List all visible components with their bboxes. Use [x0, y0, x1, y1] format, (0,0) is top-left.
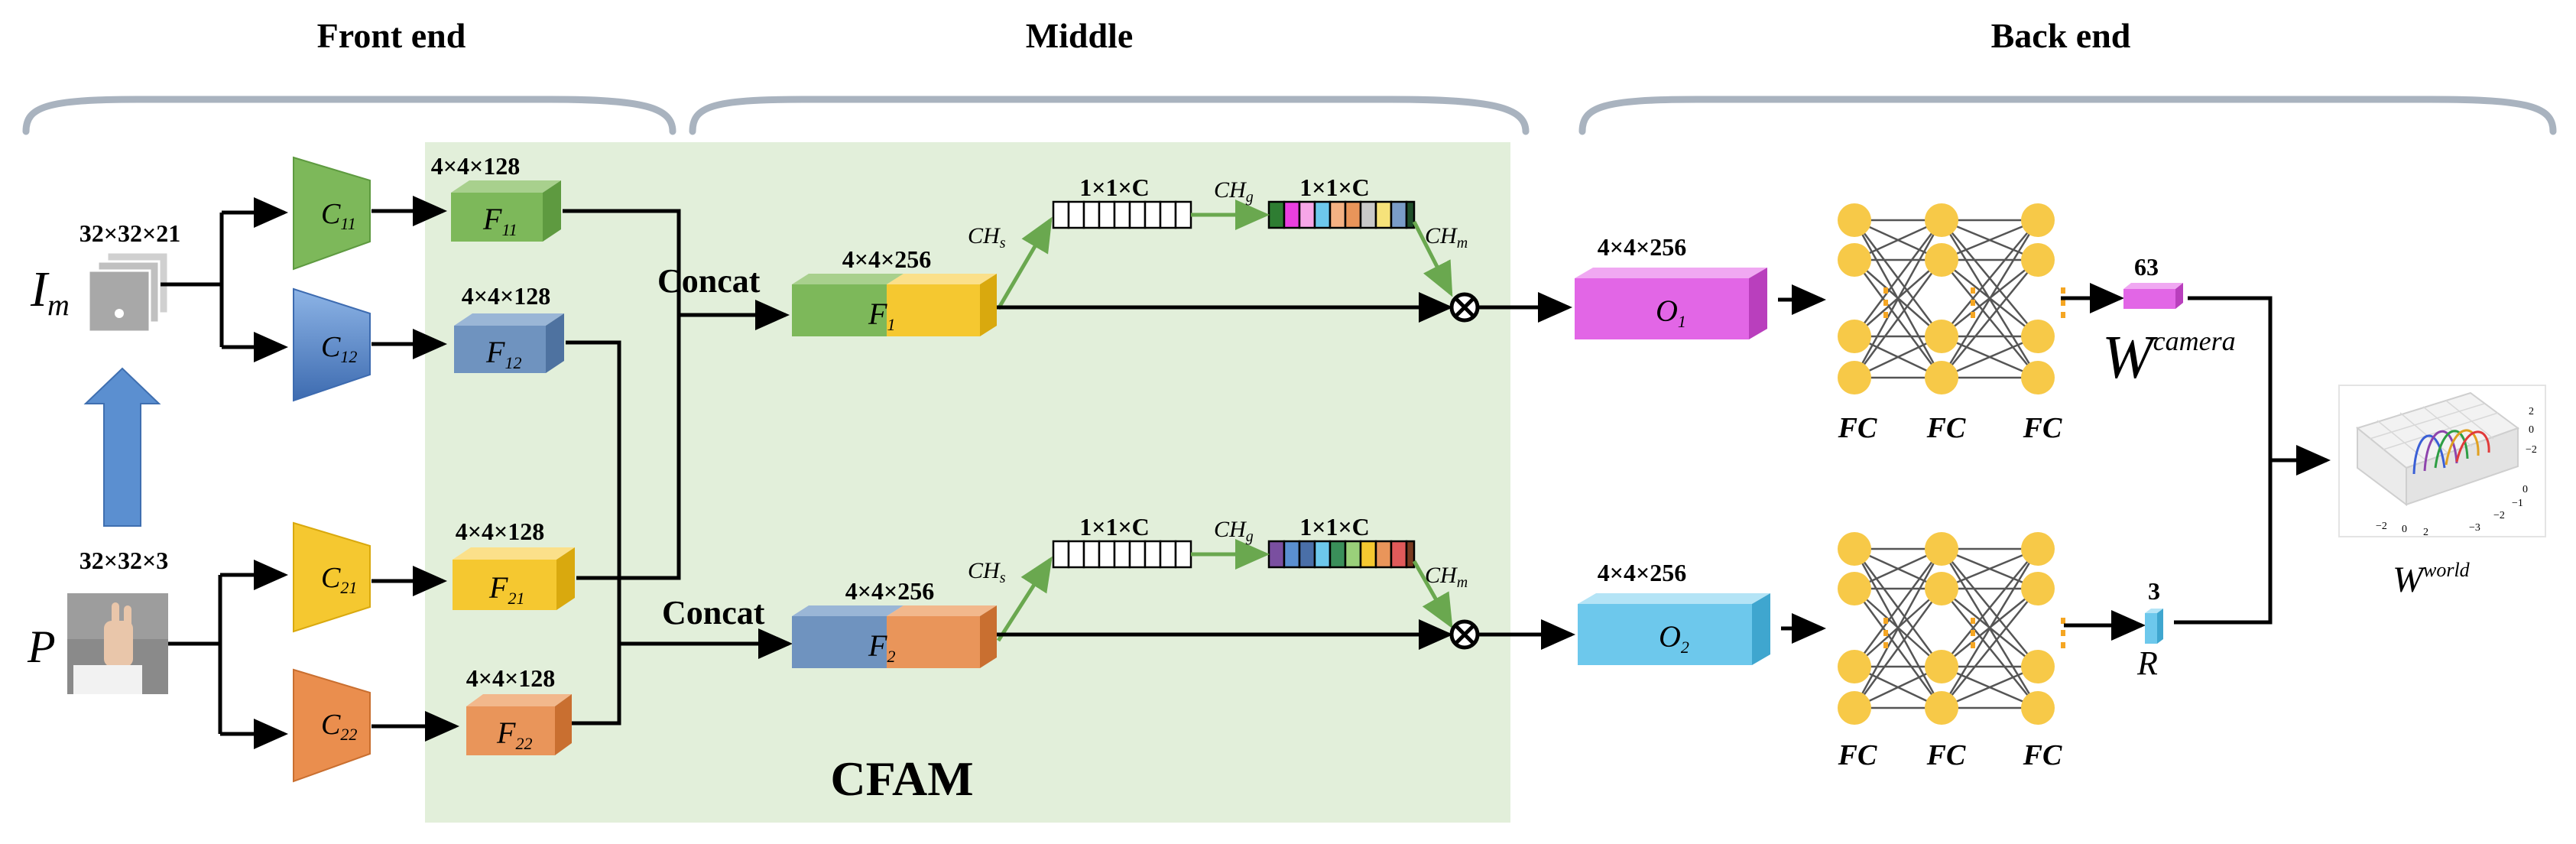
encoder-feature-arrows [371, 196, 459, 742]
svg-text:4×4×256: 4×4×256 [845, 577, 934, 605]
section-title-middle: Middle [1026, 16, 1134, 55]
w-camera-dim: 63 [2134, 253, 2159, 281]
feature-f12: 4×4×128 F12 [454, 282, 564, 373]
multiply-output-arrows [1478, 292, 1575, 650]
section-braces [22, 96, 2557, 135]
encoder-c11: C11 [293, 156, 371, 271]
w-camera-vector [2123, 283, 2183, 309]
feature-f22: 4×4×128 F22 [466, 664, 572, 755]
svg-text:0: 0 [2522, 484, 2528, 495]
encoder-c12: C12 [293, 287, 371, 402]
section-title-front: Front end [317, 16, 466, 55]
p-dim-label: 32×32×3 [79, 547, 168, 574]
svg-text:4×4×256: 4×4×256 [1598, 559, 1686, 586]
svg-text:2: 2 [2529, 406, 2534, 417]
svg-text:0: 0 [2402, 524, 2407, 535]
concat-connectors [563, 209, 793, 726]
feature-f11: 4×4×128 F11 [431, 152, 561, 242]
svg-text:C12: C12 [321, 331, 357, 366]
vec-dim-bottom-color: 1×1×C [1299, 513, 1370, 540]
cfam-region [425, 142, 1510, 823]
w-camera-label: Wcamera [2102, 324, 2236, 391]
attention-arrows-top [996, 200, 1453, 310]
ch-m-label-bottom: CHm [1425, 563, 1468, 591]
fused-feature-f1: 4×4×256 F1 [792, 245, 997, 336]
svg-text:C21: C21 [321, 562, 357, 597]
svg-text:4×4×128: 4×4×128 [466, 664, 555, 692]
vector-white-bottom [1052, 540, 1192, 569]
output-o2: 4×4×256 O2 [1578, 559, 1770, 665]
vec-dim-bottom-white: 1×1×C [1079, 513, 1150, 540]
cfam-label: CFAM [830, 751, 973, 806]
vec-dim-top-color: 1×1×C [1299, 174, 1370, 201]
feature-f21: 4×4×128 F21 [453, 518, 575, 610]
svg-text:FC: FC [1926, 412, 1966, 444]
fc-network-bottom: FC FC FC [1838, 532, 2065, 771]
r-label: R [2136, 644, 2158, 682]
svg-text:4×4×256: 4×4×256 [842, 245, 931, 273]
output-o1: 4×4×256 O1 [1575, 233, 1767, 339]
svg-text:O2: O2 [1659, 619, 1689, 657]
svg-text:4×4×128: 4×4×128 [462, 282, 550, 310]
svg-text:C22: C22 [321, 709, 357, 744]
svg-text:F2: F2 [868, 628, 895, 666]
svg-text:FC: FC [2023, 739, 2062, 771]
concat-label-top: Concat [657, 262, 761, 300]
svg-text:−2: −2 [2376, 521, 2387, 532]
svg-text:F22: F22 [496, 716, 532, 753]
ch-g-label-top: CHg [1214, 177, 1254, 206]
attention-arrows-bottom [996, 539, 1453, 642]
ch-m-label-top: CHm [1425, 223, 1468, 252]
vector-color-top [1267, 200, 1416, 229]
r-vector [2145, 609, 2163, 644]
multiply-circle-icon [1449, 619, 1480, 650]
ch-g-label-bottom: CHg [1214, 517, 1254, 545]
svg-text:−2: −2 [2526, 444, 2537, 456]
section-title-back: Back end [1991, 16, 2131, 55]
up-arrow-icon [83, 367, 161, 527]
svg-text:F11: F11 [482, 202, 517, 239]
fused-feature-f2: 4×4×256 F2 [792, 577, 997, 668]
w-world-label: Wworld [2393, 559, 2471, 600]
vector-white-top [1052, 200, 1192, 229]
encoder-c22: C22 [293, 668, 371, 783]
svg-text:4×4×128: 4×4×128 [431, 152, 520, 180]
3d-plot-icon: −2 0 2 −3 −2 −1 0 2 0 −2 [2338, 385, 2546, 538]
svg-text:F21: F21 [488, 570, 524, 608]
svg-text:C11: C11 [321, 198, 356, 233]
svg-text:4×4×256: 4×4×256 [1598, 233, 1686, 261]
svg-text:2: 2 [2423, 527, 2428, 538]
svg-text:FC: FC [2023, 412, 2062, 444]
svg-text:0: 0 [2529, 424, 2534, 436]
im-dim-label: 32×32×21 [79, 219, 180, 247]
svg-text:F1: F1 [868, 297, 895, 334]
multiply-circle-icon [1449, 292, 1480, 323]
ch-s-label-bottom: CHs [968, 558, 1006, 586]
p-input-image [67, 593, 168, 694]
im-input-stack [87, 251, 170, 333]
encoder-c21: C21 [293, 521, 371, 633]
concat-label-bottom: Concat [662, 594, 765, 631]
svg-text:FC: FC [1926, 739, 1966, 771]
fc-network-top: FC FC FC [1838, 203, 2065, 444]
vec-dim-top-white: 1×1×C [1079, 174, 1150, 201]
p-label: P [27, 622, 56, 672]
fc-output-arrows [2061, 283, 2146, 641]
input-connectors [161, 197, 288, 749]
svg-text:−1: −1 [2512, 498, 2523, 509]
svg-text:F12: F12 [485, 335, 521, 372]
output-to-fc-arrows [1778, 284, 1826, 644]
svg-text:FC: FC [1838, 412, 1877, 444]
ch-s-label-top: CHs [968, 223, 1006, 252]
merge-arrows [2174, 296, 2331, 625]
svg-text:O1: O1 [1656, 294, 1686, 331]
svg-text:−3: −3 [2469, 522, 2480, 534]
r-dim: 3 [2148, 577, 2160, 605]
vector-color-bottom [1267, 540, 1416, 569]
svg-text:−2: −2 [2493, 510, 2505, 521]
im-label: Im [30, 261, 70, 322]
svg-text:4×4×128: 4×4×128 [456, 518, 544, 545]
svg-text:FC: FC [1838, 739, 1877, 771]
